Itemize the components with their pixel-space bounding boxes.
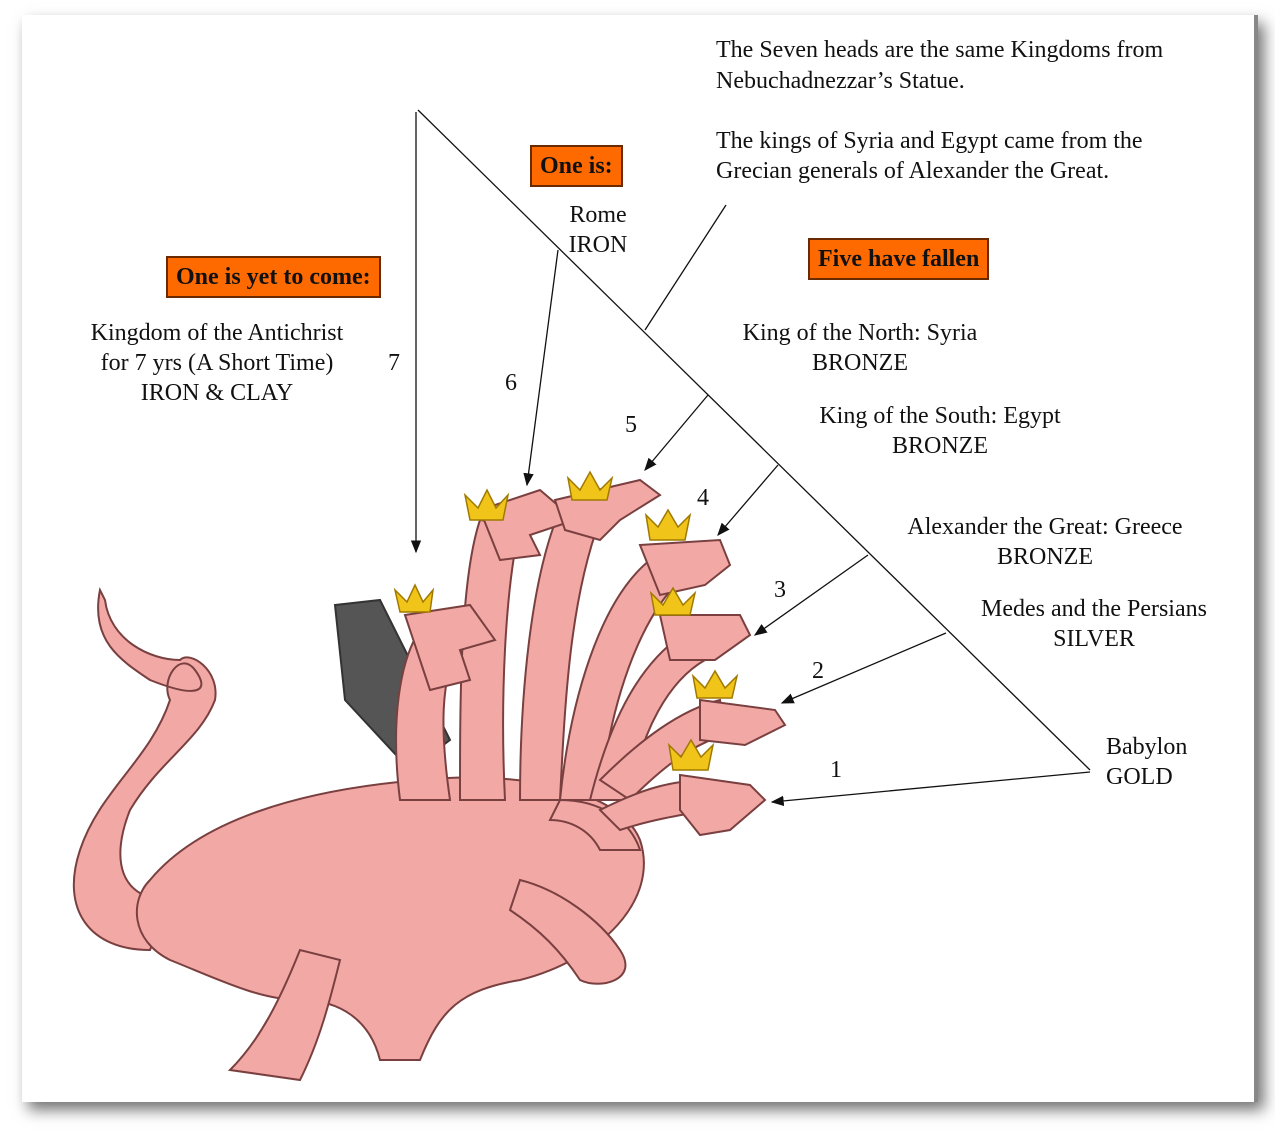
arrow-1 [770,771,1091,807]
head-number-2: 2 [812,658,824,684]
dragon-leg [508,878,627,985]
dragon-tail [72,586,217,952]
head-number-5: 5 [625,412,637,438]
crown-icon [691,669,739,699]
head-7 [403,603,497,692]
dragon-leg [548,798,642,851]
kingdom-name: Medes and the Persians [981,596,1207,622]
pointer-lines [410,109,1091,807]
arrow-2 [780,632,947,704]
kingdom-name: King of the South: Egypt [819,403,1061,429]
head-3 [658,614,752,661]
kingdom-name: Kingdom of the Antichrist [90,320,344,346]
crown-icon [667,738,715,771]
head-number-1: 1 [830,757,842,783]
crowns [393,470,739,771]
crown-icon [463,488,510,521]
neck-2 [598,698,727,802]
diagonal-line [417,109,1091,771]
arrow-3 [753,554,869,636]
note-line [644,204,727,331]
intro-line-3: The kings of Syria and Egypt came from t… [716,128,1143,154]
head-2 [699,698,787,747]
kingdom-name: Rome [569,202,627,228]
dragon-illustration [72,478,787,1082]
kingdom-metal: SILVER [1053,626,1135,652]
head-number-6: 6 [505,370,517,396]
kingdom-metal: IRON & CLAY [140,380,294,406]
arrow-6 [523,249,559,487]
kingdom-metal: BRONZE [892,433,988,459]
crown-icon [566,470,614,501]
kingdom-metal: GOLD [1106,764,1173,790]
intro-line-4: Grecian generals of Alexander the Great. [716,158,1110,184]
card-edge [1254,15,1258,1102]
kingdom-name: King of the North: Syria [742,320,978,346]
kingdom-metal: BRONZE [997,544,1093,570]
kingdom-name: Alexander the Great: Greece [907,514,1183,540]
intro-line-1: The Seven heads are the same Kingdoms fr… [716,37,1164,63]
kingdom-duration: for 7 yrs (A Short Time) [100,350,334,376]
crown-icon [649,586,697,616]
kingdom-name: Babylon [1106,734,1188,760]
dragon-leg [227,948,342,1082]
kingdom-metal: BRONZE [812,350,908,376]
head-1 [679,773,767,837]
antichrist-label: Kingdom of the Antichrist for 7 yrs (A Sh… [76,318,358,408]
kingdom-metal: IRON [568,232,628,258]
head-number-7: 7 [388,350,400,376]
neck-6 [458,518,522,801]
callout-yet-to-come: One is yet to come: [166,256,381,298]
crown-icon [644,508,692,541]
callout-one-is: One is: [530,145,623,187]
head-number-4: 4 [697,485,709,511]
head-number-3: 3 [774,577,786,603]
intro-line-2: Nebuchadnezzar’s Statue. [716,68,965,94]
callout-five-fallen: Five have fallen [808,238,990,280]
arrow-4 [717,464,779,536]
crown-icon [393,583,435,613]
arrow-5 [644,394,709,471]
head-4 [638,538,732,597]
